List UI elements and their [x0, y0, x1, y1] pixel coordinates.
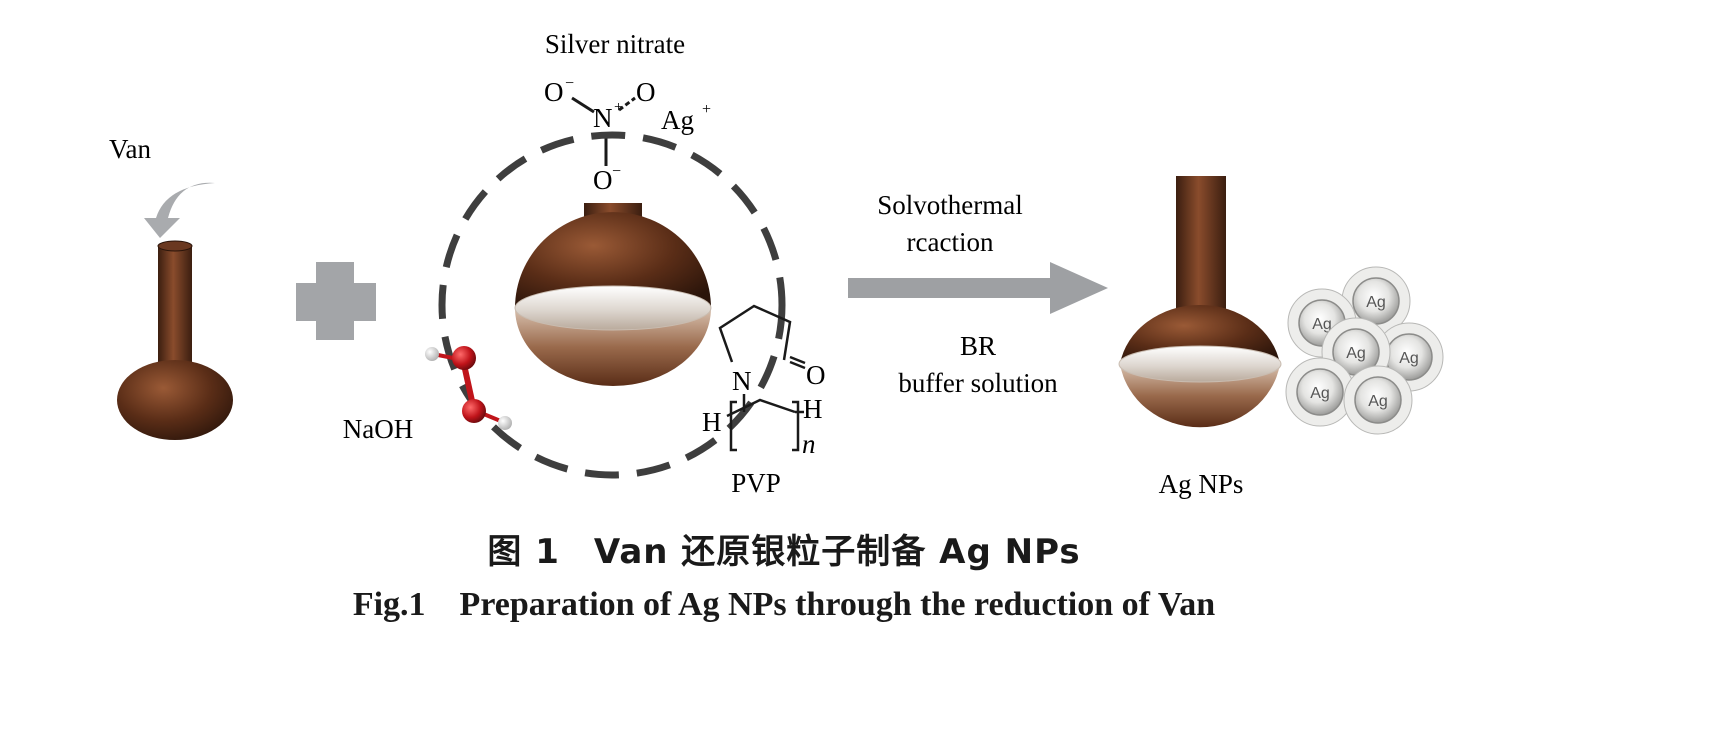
- silver-nitrate-label: Silver nitrate: [545, 29, 685, 59]
- curved-arrow-icon: [144, 182, 215, 238]
- nitrate-o-right: O: [636, 77, 656, 107]
- ag-nanoparticle: Ag: [1343, 365, 1413, 435]
- pvp-n: N: [732, 366, 752, 396]
- pvp-h-left: H: [702, 407, 722, 437]
- condition-bottom-line2: buffer solution: [898, 368, 1058, 398]
- nitrate-n: N: [593, 103, 613, 133]
- dashed-reaction-circle: [438, 131, 786, 479]
- silver-ion: Ag +: [661, 101, 711, 135]
- pvp-o: O: [806, 360, 826, 390]
- caption-english: Fig.1 Preparation of Ag NPs through the r…: [0, 586, 1568, 624]
- pvp-structure: N O H H n: [702, 304, 826, 459]
- ag-nps-label: Ag NPs: [1159, 469, 1244, 499]
- nitrate-o-bottom: O: [593, 165, 613, 195]
- plus-icon: [296, 262, 376, 340]
- ag-nanoparticle-label: Ag: [1366, 294, 1386, 311]
- condition-bottom-line1: BR: [960, 331, 996, 361]
- caption-en-text: Preparation of Ag NPs through the reduct…: [459, 586, 1216, 623]
- pvp-subscript-n: n: [802, 429, 816, 459]
- van-flask: [117, 240, 233, 440]
- ag-nanoparticle: Ag: [1285, 357, 1355, 427]
- ag-nanoparticle-label: Ag: [1346, 345, 1366, 362]
- caption-cn-text: Van 还原银粒子制备 Ag NPs: [593, 532, 1081, 572]
- nitrate-structure: O − O N + O −: [544, 75, 656, 195]
- caption-cn-figure-number: 图 1: [487, 532, 560, 572]
- caption-en-figure-number: Fig.1: [352, 586, 426, 623]
- nitrate-o-left-charge: −: [565, 75, 574, 92]
- nitrate-n-charge: +: [614, 99, 623, 116]
- condition-top-line2: rcaction: [907, 227, 994, 257]
- ag-nanoparticle-label: Ag: [1312, 316, 1332, 333]
- condition-top-line1: Solvothermal: [877, 190, 1022, 220]
- central-flask: [514, 203, 712, 386]
- silver-ion-charge: +: [702, 101, 711, 118]
- product-flask: [1118, 176, 1282, 428]
- reaction-arrow-icon: [848, 262, 1108, 314]
- ag-nanoparticle-label: Ag: [1399, 350, 1419, 367]
- naoh-label: NaOH: [343, 414, 413, 444]
- ag-nanoparticle-label: Ag: [1310, 385, 1330, 402]
- reaction-scheme: Van Silver nitrate O − O N + O − Ag + Na…: [109, 29, 1444, 499]
- nitrate-o-bottom-charge: −: [612, 163, 621, 180]
- silver-ion-symbol: Ag: [661, 105, 694, 135]
- nitrate-o-left: O: [544, 77, 564, 107]
- van-label: Van: [109, 134, 151, 164]
- pvp-h-right: H: [803, 394, 823, 424]
- caption-chinese: 图 1 Van 还原银粒子制备 Ag NPs: [0, 524, 1568, 573]
- pvp-label: PVP: [731, 468, 781, 498]
- naoh-molecule-icon: [425, 346, 512, 430]
- ag-nanoparticle-label: Ag: [1368, 393, 1388, 410]
